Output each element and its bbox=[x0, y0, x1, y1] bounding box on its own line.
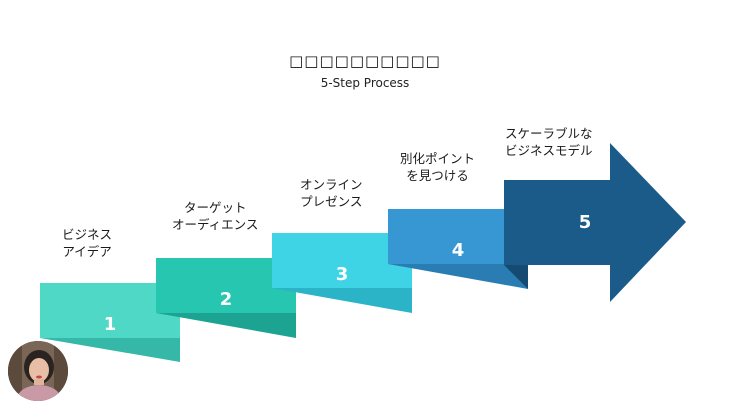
presenter-photo-icon bbox=[8, 341, 68, 401]
presenter-avatar bbox=[8, 341, 68, 401]
step-1-label: ビジネス アイデア bbox=[62, 227, 113, 259]
step-1-block bbox=[40, 283, 180, 362]
diagram-title: □□□□□□□□□□ bbox=[289, 52, 441, 70]
step-1-number: 1 bbox=[103, 314, 117, 335]
step-3-number: 3 bbox=[335, 264, 349, 285]
step-5-number: 5 bbox=[578, 212, 592, 233]
diagram-subtitle: 5-Step Process bbox=[320, 76, 410, 90]
step-2-shadow bbox=[156, 313, 296, 338]
step-4-number: 4 bbox=[451, 240, 465, 261]
step-2-number: 2 bbox=[219, 289, 233, 310]
step-2-label: ターゲット オーディエンス bbox=[172, 200, 259, 232]
step-5-arrow bbox=[504, 143, 686, 302]
step-4-label: 別化ポイント を見つける bbox=[400, 151, 476, 183]
step-5-shadow bbox=[504, 265, 528, 289]
step-1-shadow bbox=[40, 338, 180, 362]
step-5-arrow-shape bbox=[504, 143, 686, 302]
step-3-shadow bbox=[272, 288, 412, 313]
step-4-shadow bbox=[388, 264, 528, 289]
step-3-label: オンライン プレゼンス bbox=[300, 177, 363, 209]
step-5-label: スケーラブルな ビジネスモデル bbox=[505, 126, 593, 158]
